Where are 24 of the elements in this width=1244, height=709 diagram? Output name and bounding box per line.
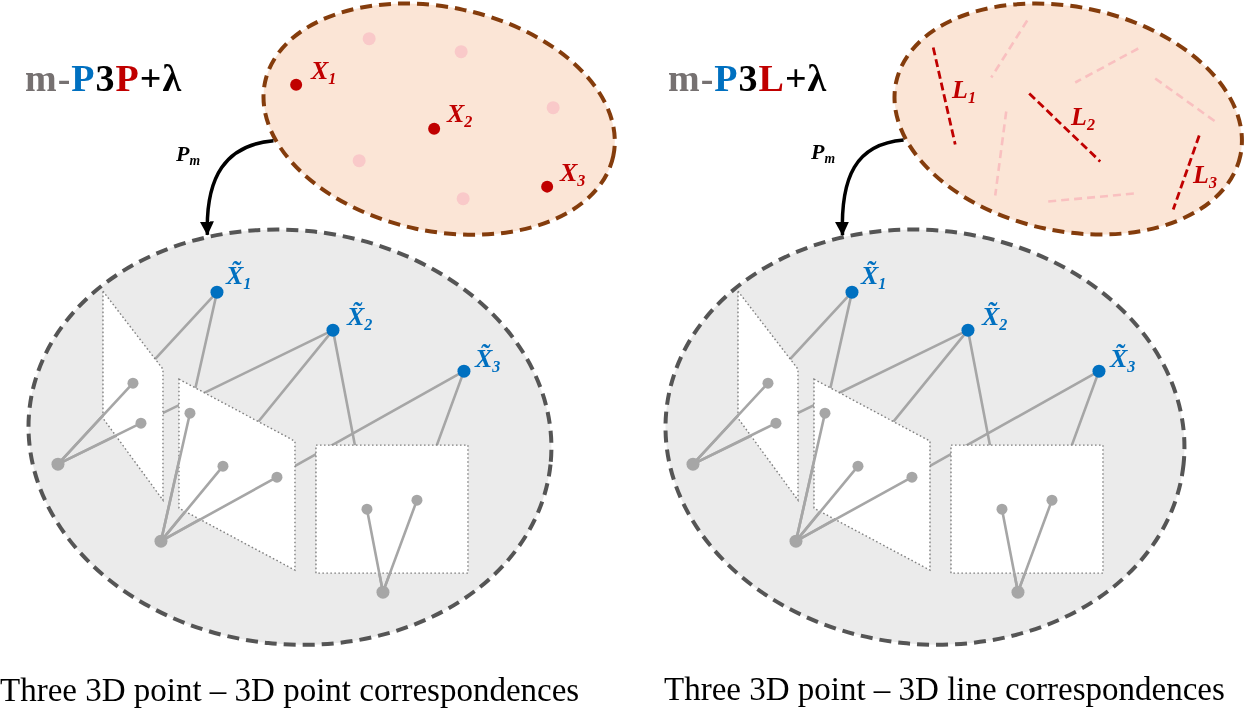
point-label: X̃$_{1}$	[861, 260, 887, 293]
curved-arrow	[835, 138, 904, 236]
point-label: X̃$_{2}$	[982, 301, 1008, 334]
dashed-ellipse	[26, 226, 554, 648]
point-label: X̃$_{3}$	[475, 343, 501, 376]
edge-label: P$_{m}$	[176, 140, 201, 168]
method-title: m-P3L+λ	[668, 56, 828, 101]
method-title: m-P3P+λ	[25, 56, 183, 101]
curved-arrow	[200, 139, 274, 236]
dashed-ellipse	[260, 1, 618, 238]
line-label: L$_{2}$	[1071, 101, 1095, 134]
dashed-ellipse	[663, 226, 1187, 648]
point-label: X̃$_{2}$	[347, 301, 373, 334]
panel-caption: Three 3D point – 3D line correspondences	[664, 670, 1225, 709]
point-label: X̃$_{3}$	[1110, 343, 1136, 376]
line-label: L$_{1}$	[952, 74, 976, 107]
point-label: X$_{2}$	[447, 98, 473, 131]
line-label: L$_{3}$	[1193, 159, 1217, 192]
edge-label: P$_{m}$	[811, 138, 836, 166]
dashed-ellipse	[891, 1, 1244, 238]
panel-caption: Three 3D point – 3D point correspondences	[0, 671, 580, 709]
point-label: X$_{1}$	[311, 55, 337, 88]
point-label: X$_{3}$	[560, 157, 586, 190]
point-label: X̃$_{1}$	[226, 260, 252, 293]
